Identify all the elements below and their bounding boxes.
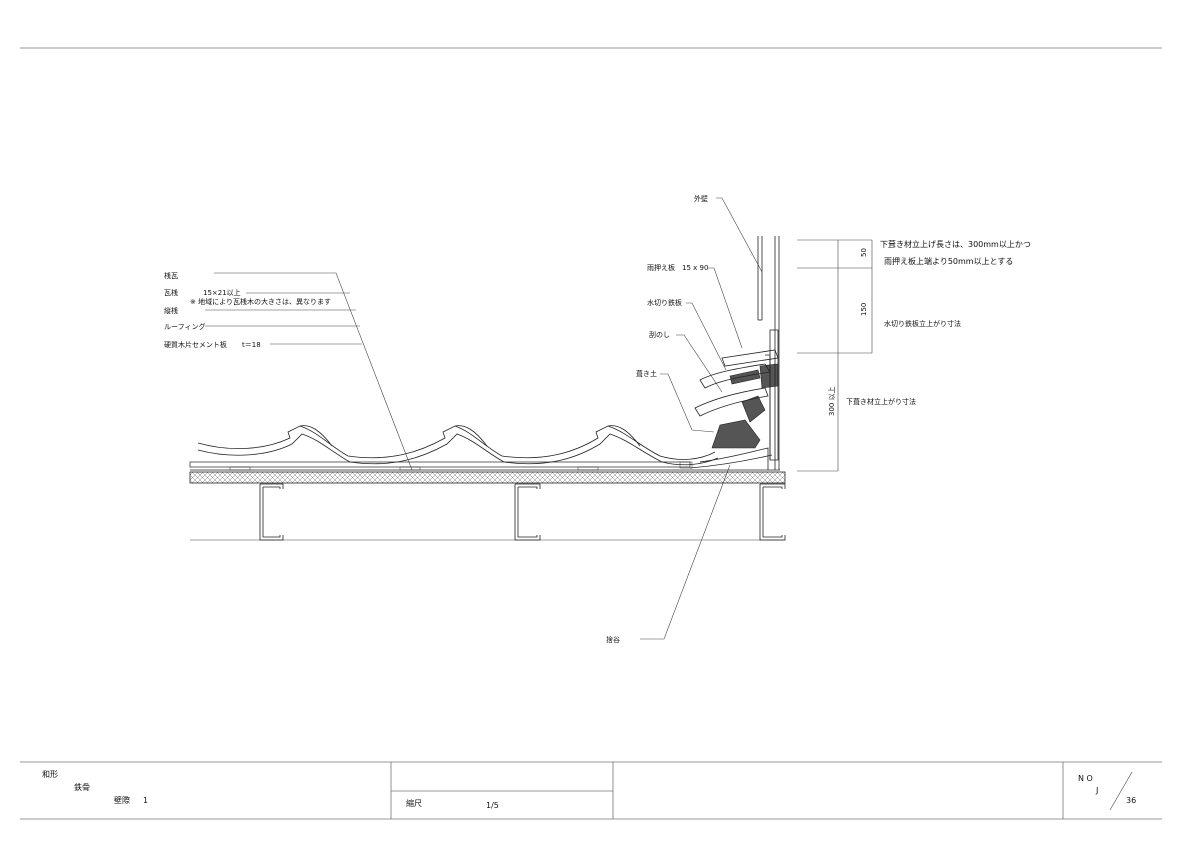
mortar-and-flashing xyxy=(694,329,779,461)
scale-label: 縮尺 xyxy=(406,798,422,808)
dim-300: 300 以上 xyxy=(827,386,836,416)
steel-purlins xyxy=(190,483,786,541)
scale-value: 1/5 xyxy=(486,801,499,810)
label-tatesan: 縦桟 xyxy=(164,306,178,315)
label-kawarasan: 瓦桟 xyxy=(164,288,178,297)
leader-lines xyxy=(205,197,763,640)
cement-board xyxy=(189,471,786,484)
title-line-3-no: 1 xyxy=(143,796,148,805)
label-suitani: 捨谷 xyxy=(606,635,620,644)
label-kawarasan-note: ※ 地域により瓦桟木の大きさは、異なります xyxy=(190,297,331,306)
label-cement-board-t: t＝18 xyxy=(242,341,261,349)
label-shitabuki-note-1: 下葺き材立上げ長さは、300mm以上かつ xyxy=(880,239,1031,249)
label-sangawara: 桟瓦 xyxy=(164,271,178,280)
label-cement-board: 硬質木片セメント板 xyxy=(164,340,227,349)
title-line-1: 和形 xyxy=(42,770,58,779)
roofing-and-battens xyxy=(189,461,780,471)
j-label: J xyxy=(1095,786,1098,795)
exterior-wall xyxy=(757,236,780,470)
roof-tiles xyxy=(197,425,719,466)
label-kawarasan-size: 15×21以上 xyxy=(203,288,241,297)
dim-50: 50 xyxy=(860,248,868,257)
title-line-3: 壁際 xyxy=(114,795,130,805)
label-shitabuki-dim-note: 下葺き材立上がり寸法 xyxy=(846,397,916,406)
valley-flashing xyxy=(689,447,773,470)
title-block: 和形 鉄骨 壁際 1 縮尺 1/5 N O J 36 xyxy=(20,761,1162,820)
label-amaosae-size: 15 x 90 xyxy=(682,264,708,272)
label-mizukiri: 水切り鉄板 xyxy=(647,298,682,307)
no-label: N O xyxy=(1078,774,1093,783)
label-gaiheki: 外壁 xyxy=(694,194,708,203)
label-roofing: ルーフィング xyxy=(164,322,205,331)
label-mizukiri-dim-note: 水切り鉄板立上がり寸法 xyxy=(884,319,961,328)
label-amaosae: 雨押え板 xyxy=(647,263,675,272)
label-nankido: 葺き土 xyxy=(636,369,657,378)
dim-150: 150 xyxy=(860,303,868,316)
title-line-2: 鉄骨 xyxy=(74,782,90,792)
label-shitabuki-note-2: 雨押え板上端より50mm以上とする xyxy=(884,256,1013,266)
sheet-number: 36 xyxy=(1126,796,1136,805)
dimension-lines xyxy=(797,239,873,472)
label-kushi: 刮のし xyxy=(649,330,670,339)
